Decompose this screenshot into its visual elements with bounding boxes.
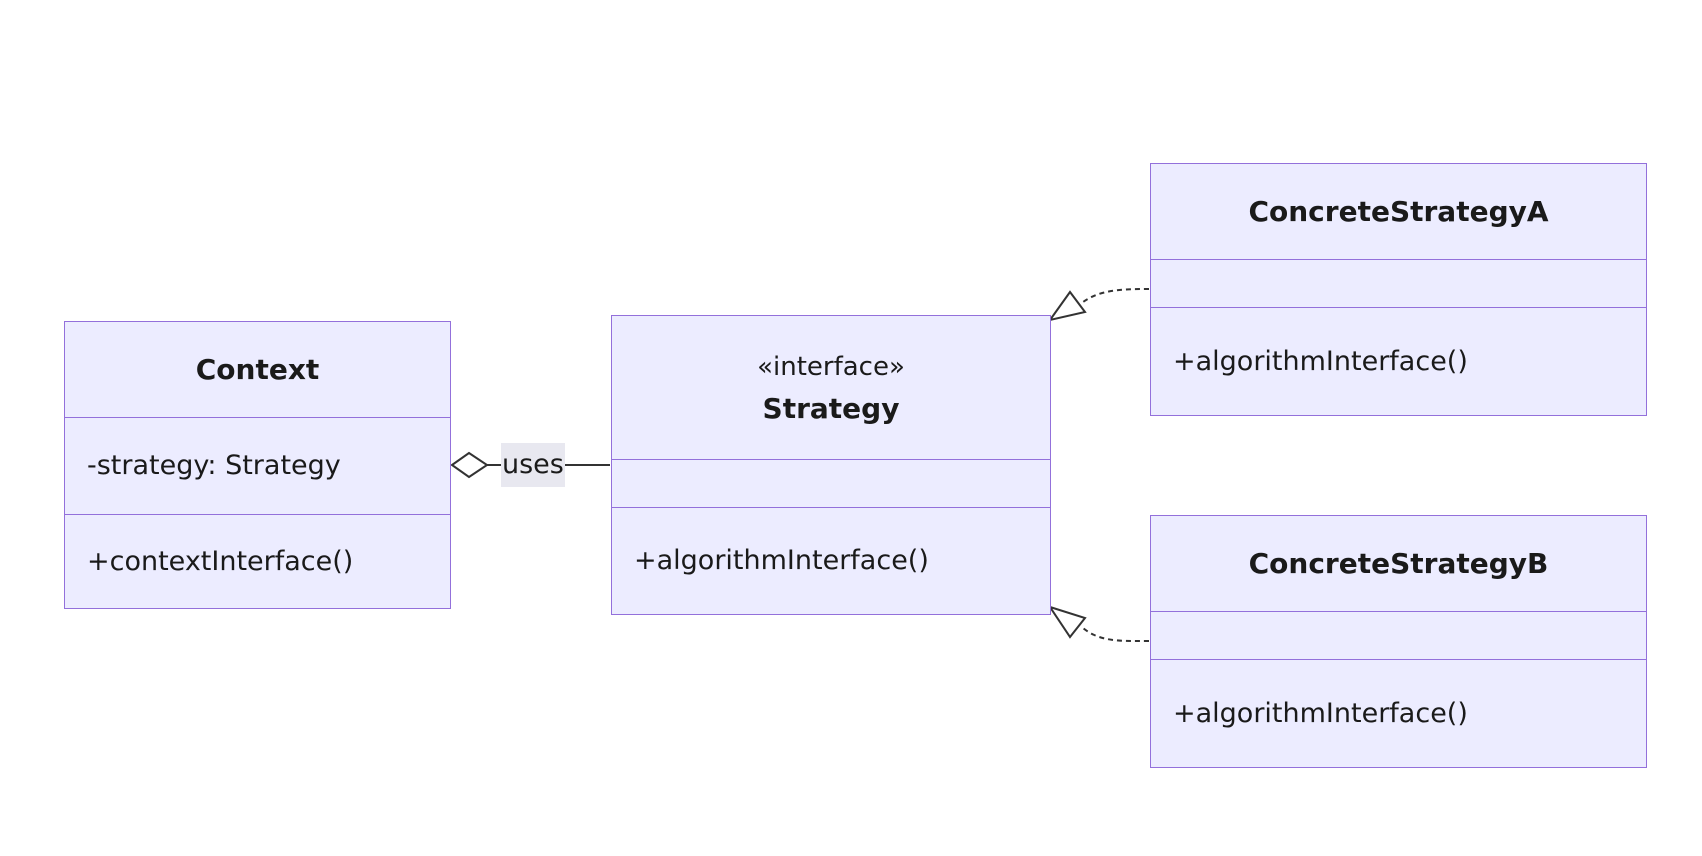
class-context-attributes: -strategy: Strategy <box>65 418 450 515</box>
realization-a-line <box>1082 288 1150 303</box>
edge-label-uses: uses <box>501 443 565 487</box>
class-concrete-strategy-b-name: ConcreteStrategyB <box>1248 546 1549 580</box>
class-concrete-strategy-a-method: +algorithmInterface() <box>1173 345 1468 377</box>
class-concrete-strategy-a[interactable]: ConcreteStrategyA +algorithmInterface() <box>1150 163 1647 416</box>
class-concrete-strategy-b-method: +algorithmInterface() <box>1173 697 1468 729</box>
class-concrete-strategy-a-methods: +algorithmInterface() <box>1151 308 1646 415</box>
class-context[interactable]: Context -strategy: Strategy +contextInte… <box>64 321 451 609</box>
realization-b-line <box>1082 627 1150 643</box>
realization-b-arrowhead-icon <box>1047 605 1087 639</box>
class-concrete-strategy-b-header: ConcreteStrategyB <box>1151 516 1646 612</box>
class-strategy-attributes <box>612 460 1050 508</box>
class-concrete-strategy-b[interactable]: ConcreteStrategyB +algorithmInterface() <box>1150 515 1647 768</box>
realization-a-arrowhead-icon <box>1047 290 1087 322</box>
class-context-attribute: -strategy: Strategy <box>87 450 341 481</box>
class-concrete-strategy-a-name: ConcreteStrategyA <box>1248 194 1549 228</box>
class-strategy-stereotype: «interface» <box>757 351 905 382</box>
class-context-header: Context <box>65 322 450 418</box>
class-strategy[interactable]: «interface» Strategy +algorithmInterface… <box>611 315 1051 615</box>
class-strategy-header: «interface» Strategy <box>612 316 1050 460</box>
class-concrete-strategy-b-attributes <box>1151 612 1646 660</box>
aggregation-diamond-icon <box>450 451 489 479</box>
class-context-method: +contextInterface() <box>87 545 354 577</box>
class-concrete-strategy-a-header: ConcreteStrategyA <box>1151 164 1646 260</box>
class-concrete-strategy-b-methods: +algorithmInterface() <box>1151 660 1646 767</box>
class-concrete-strategy-a-attributes <box>1151 260 1646 308</box>
class-strategy-method: +algorithmInterface() <box>634 545 929 576</box>
class-context-name: Context <box>195 352 320 386</box>
class-strategy-name: Strategy <box>762 391 900 425</box>
class-context-methods: +contextInterface() <box>65 515 450 608</box>
class-strategy-methods: +algorithmInterface() <box>612 508 1050 614</box>
